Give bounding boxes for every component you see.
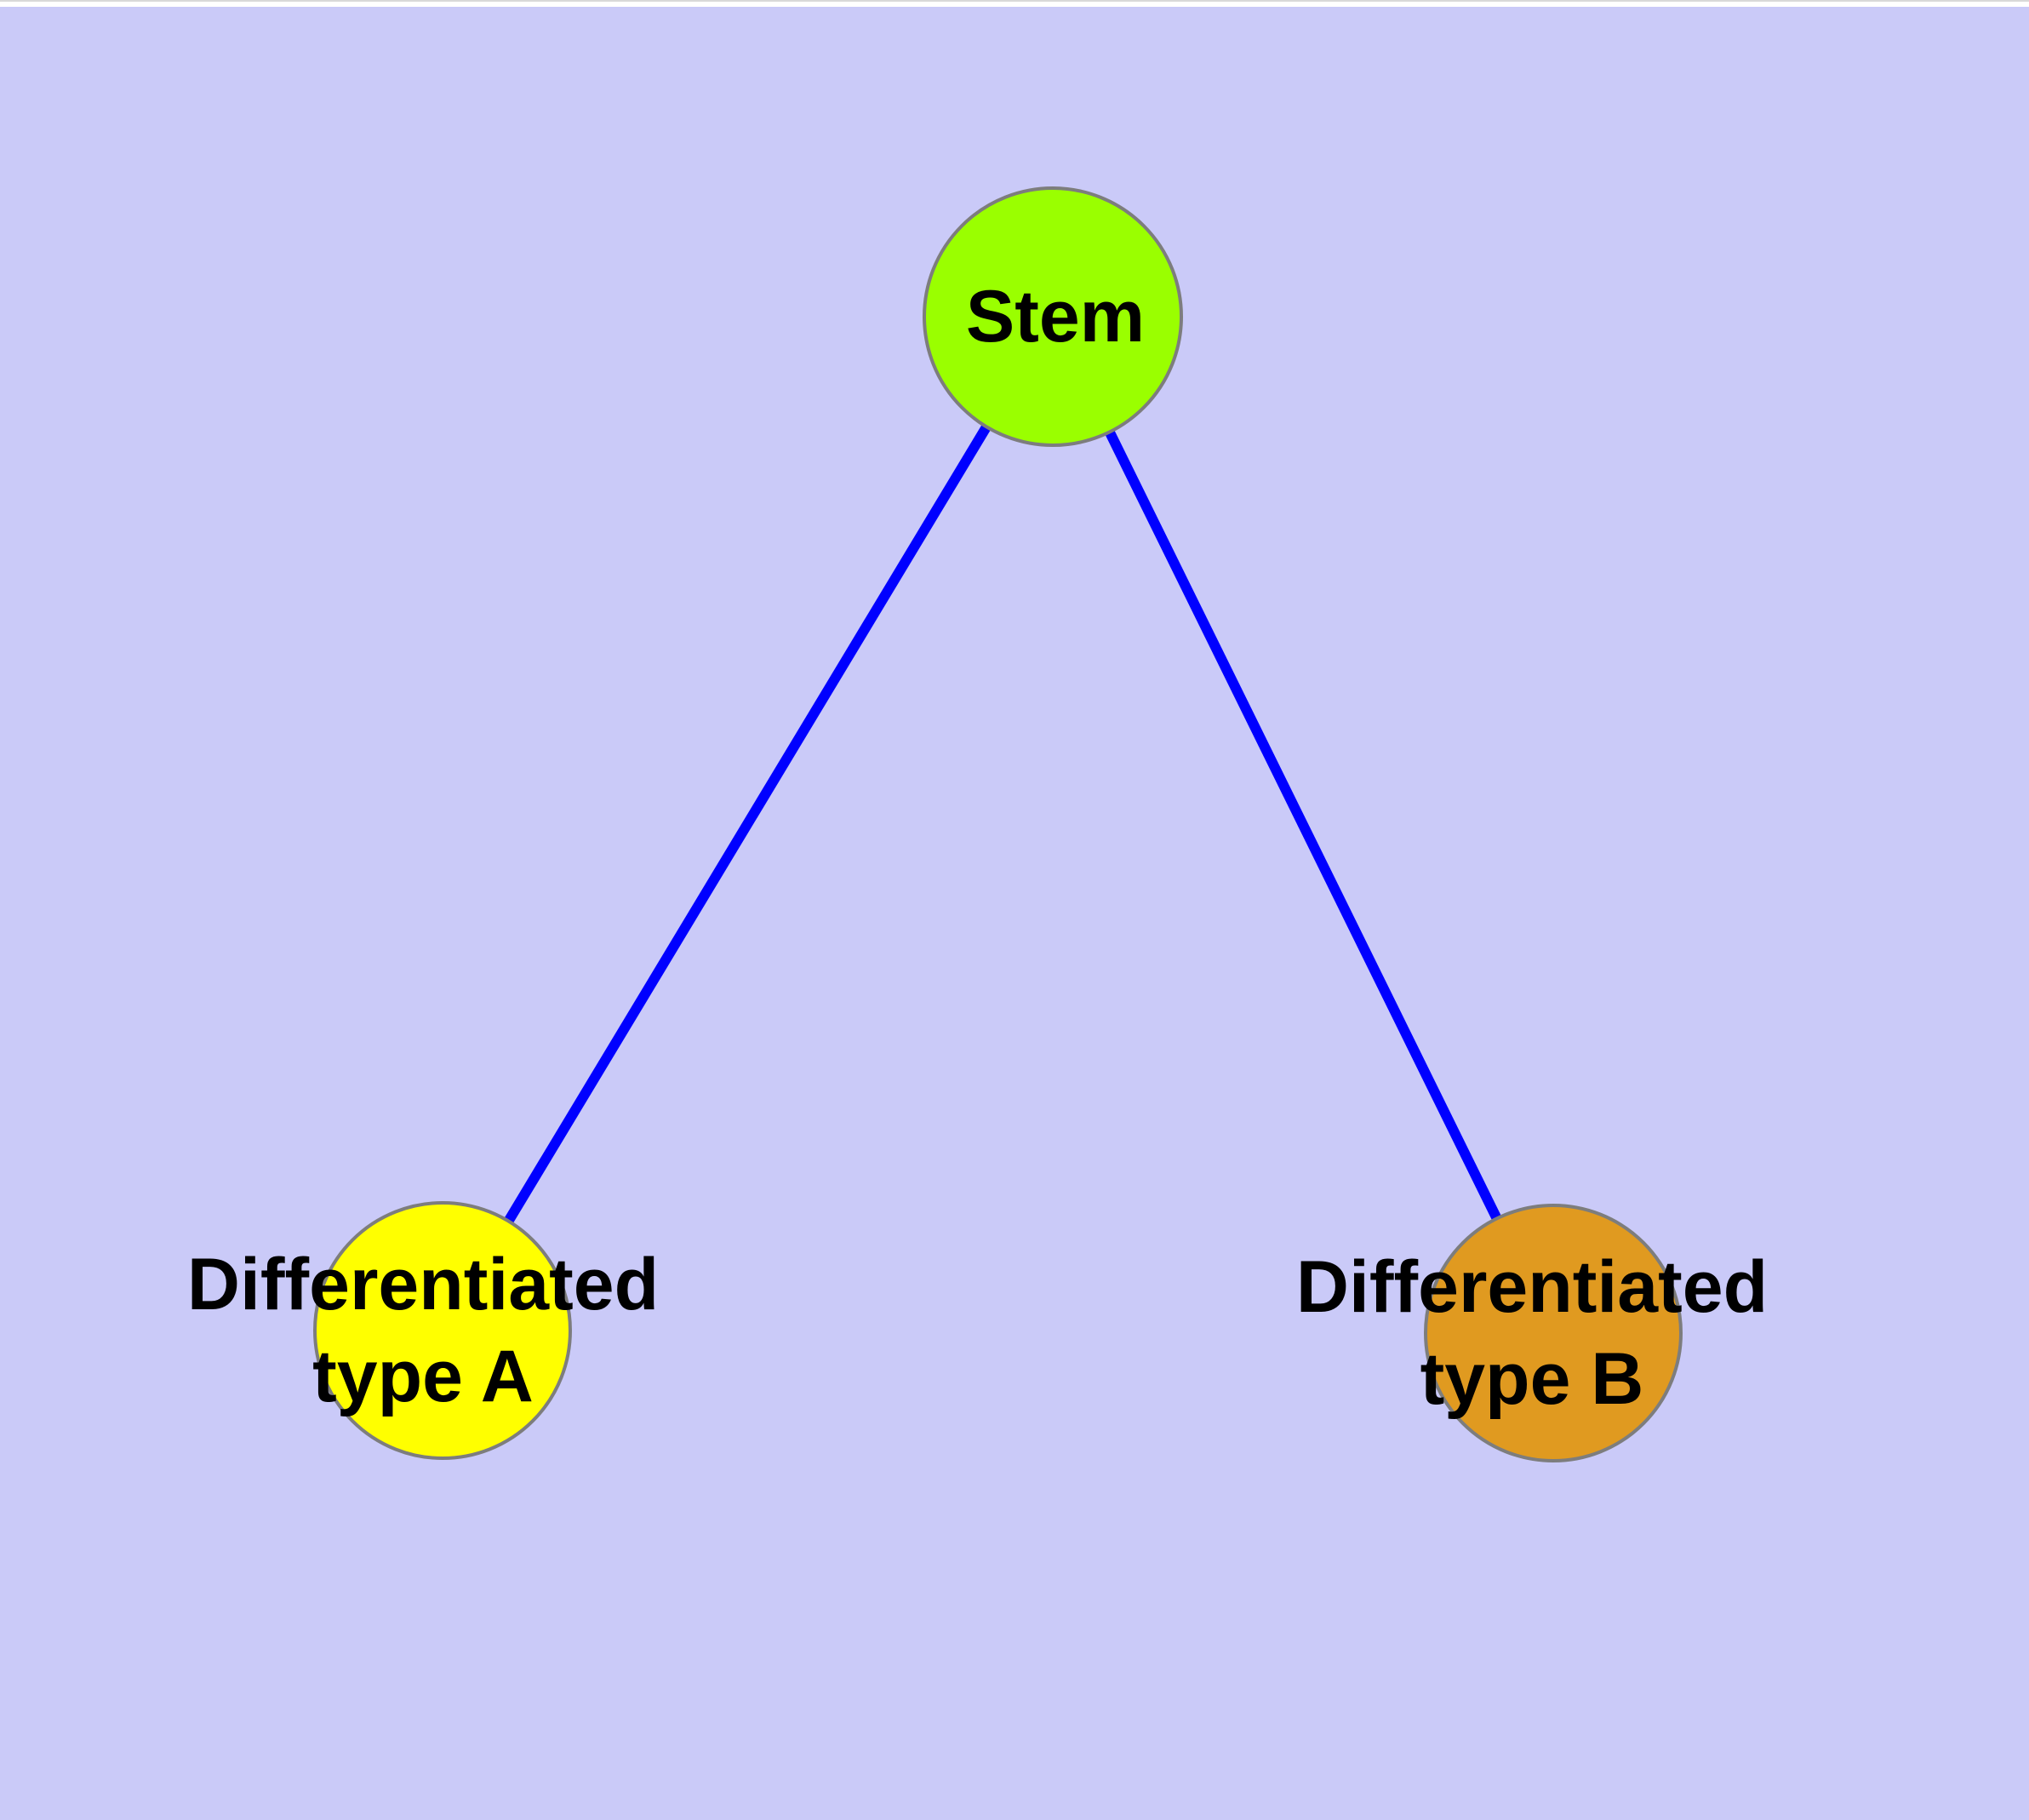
- window-top-strip: [0, 0, 2029, 7]
- edge-stem-to-type-b: [1048, 314, 1558, 1336]
- node-label-type-b-line1: Differentiated: [1296, 1246, 1768, 1328]
- node-stem: [923, 186, 1183, 447]
- window-top-strip-line: [0, 0, 2029, 2]
- node-differentiated-type-b: [1424, 1204, 1683, 1462]
- node-label-stem: Stem: [966, 276, 1145, 358]
- node-label-type-b-line2: type B: [1420, 1338, 1644, 1420]
- node-label-type-a-line2: type A: [312, 1336, 534, 1417]
- node-differentiated-type-a: [313, 1201, 572, 1460]
- edge-stem-to-type-a: [437, 313, 1058, 1334]
- node-label-type-a-line1: Differentiated: [187, 1244, 659, 1325]
